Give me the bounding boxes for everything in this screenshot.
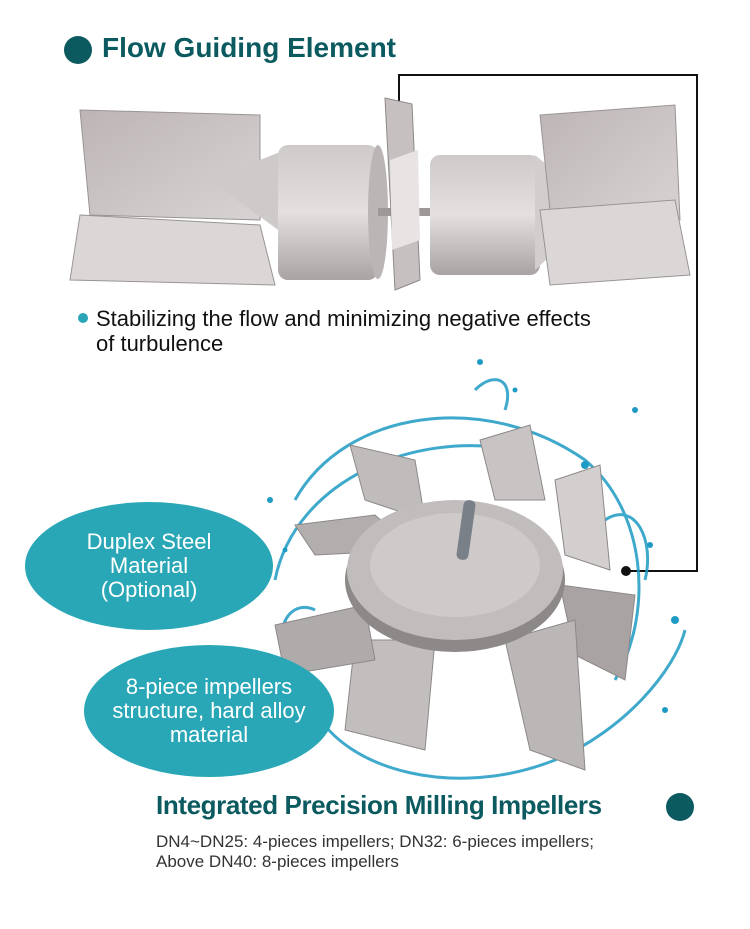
connector-line-top xyxy=(398,74,697,76)
impeller-structure-line1: 8-piece impellers xyxy=(125,674,293,699)
impeller-spec-line2: Above DN40: 8-pieces impellers xyxy=(156,852,399,871)
integrated-milling-impellers-title: Integrated Precision Milling Impellers xyxy=(156,790,602,820)
impeller-spec-text: DN4~DN25: 4-pieces impellers; DN32: 6-pi… xyxy=(156,832,736,872)
flow-benefit-text: Stabilizing the flow and minimizing nega… xyxy=(96,306,696,356)
heading-marker-icon-2 xyxy=(666,793,694,821)
flow-guiding-element-title: Flow Guiding Element xyxy=(102,32,396,63)
impeller-structure-callout: 8-piece impellers structure, hard alloy … xyxy=(84,645,334,777)
impeller-spec-line1: DN4~DN25: 4-pieces impellers; DN32: 6-pi… xyxy=(156,832,594,851)
impeller-water-splash-image xyxy=(267,359,687,780)
heading-marker-icon xyxy=(64,36,92,64)
flow-guiding-element-image xyxy=(69,97,691,291)
connector-line-bottom xyxy=(626,570,698,572)
duplex-steel-line3: (Optional) xyxy=(100,577,198,602)
duplex-steel-line1: Duplex Steel xyxy=(86,529,212,554)
connector-line-right xyxy=(696,74,698,572)
connector-line-stub xyxy=(398,74,400,124)
impeller-structure-line2: structure, hard alloy xyxy=(112,698,306,723)
duplex-steel-callout: Duplex Steel Material (Optional) xyxy=(25,502,273,630)
bullet-icon xyxy=(78,313,88,323)
flow-benefit-line1: Stabilizing the flow and minimizing nega… xyxy=(96,306,591,331)
connector-endpoint-icon xyxy=(621,566,631,576)
duplex-steel-line2: Material xyxy=(109,553,189,578)
flow-benefit-line2: of turbulence xyxy=(96,331,224,356)
impeller-structure-line3: material xyxy=(169,722,249,747)
